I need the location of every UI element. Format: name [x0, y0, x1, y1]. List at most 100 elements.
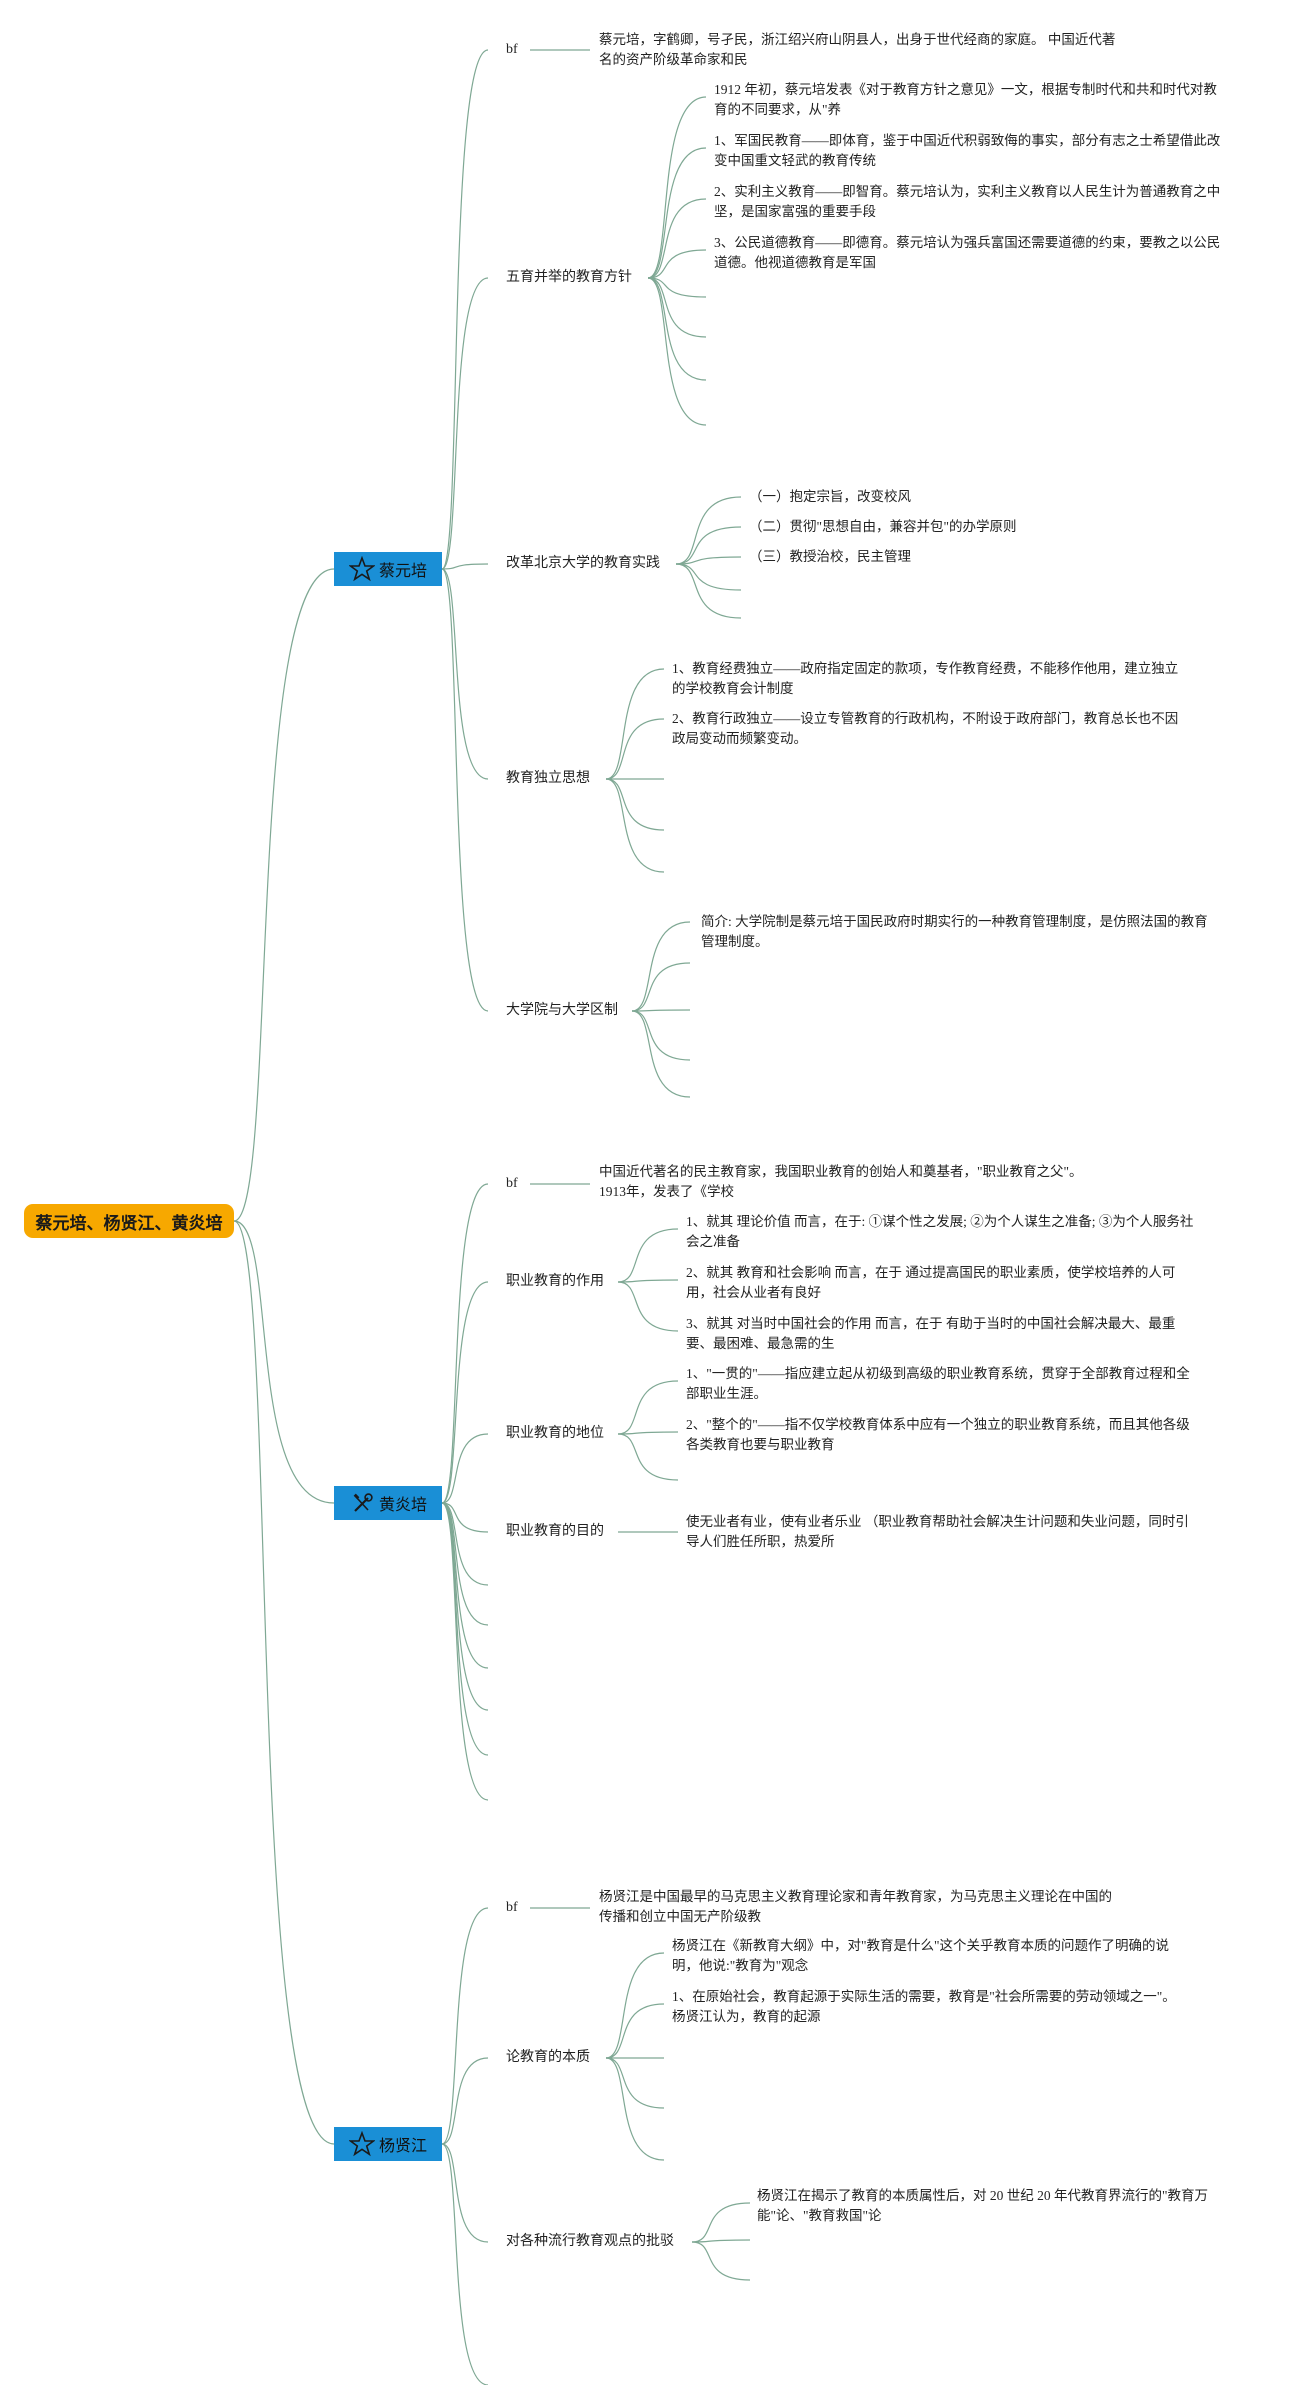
- connector-line: [605, 1952, 665, 2059]
- subtopic-nature-of-education[interactable]: 论教育的本质: [506, 2050, 590, 2065]
- leaf-text: 2、实利主义教育——即智育。蔡元培认为，实利主义教育以人民生计为普通教育之中坚，…: [714, 184, 1221, 219]
- connector-line: [441, 2057, 489, 2145]
- connector-line: [617, 1279, 679, 1283]
- connector-line: [675, 563, 742, 619]
- leaf-text: 中国近代著名的民主教育家，我国职业教育的创始人和奠基者，"职业教育之父"。 19…: [599, 1164, 1083, 1199]
- leaf-text: 1、教育经费独立——政府指定固定的款项，专作教育经费，不能移作他用，建立独立的学…: [672, 661, 1179, 696]
- connector-line: [675, 496, 742, 565]
- leaf-text: 杨贤江在揭示了教育的本质属性后，对 20 世纪 20 年代教育界流行的"教育万能…: [757, 2188, 1209, 2223]
- connector-line: [631, 1009, 691, 1012]
- connector-line: [647, 198, 707, 279]
- branch-label: 杨贤江: [378, 2138, 427, 2155]
- leaf-text: 使无业者有业，使有业者乐业 （职业教育帮助社会解决生计问题和失业问题，同时引导人…: [686, 1514, 1189, 1549]
- subtopic-vocational-role[interactable]: 职业教育的作用: [506, 1274, 604, 1289]
- subtopic-vocational-status[interactable]: 职业教育的地位: [506, 1426, 604, 1441]
- subtopic-critique[interactable]: 对各种流行教育观点的批驳: [506, 2234, 674, 2249]
- leaf-text: 2、就其 教育和社会影响 而言，在于 通过提高国民的职业素质，使学校培养的人可用…: [686, 1265, 1176, 1300]
- connector-line: [675, 526, 742, 565]
- subtopic-vocational-purpose[interactable]: 职业教育的目的: [506, 1524, 604, 1539]
- subtopic-bf[interactable]: bf: [506, 1176, 518, 1191]
- star-icon: [348, 556, 375, 582]
- connector-line: [647, 277, 707, 298]
- connector-line: [441, 1502, 489, 1669]
- connector-line: [605, 718, 665, 780]
- connector-line: [441, 1502, 489, 1756]
- branch-node-huang-yanpei[interactable]: 黄炎培: [334, 1486, 442, 1520]
- connector-line: [691, 2241, 751, 2281]
- connector-line: [605, 778, 665, 873]
- branch-node-cai-yuanpei[interactable]: 蔡元培: [334, 552, 442, 586]
- connector-line: [441, 568, 489, 1012]
- root-label: 蔡元培、杨贤江、黄炎培: [35, 1213, 223, 1233]
- leaf-text: 1、就其 理论价值 而言，在于: ①谋个性之发展; ②为个人谋生之准备; ③为个…: [686, 1214, 1194, 1249]
- subtopic-bf[interactable]: bf: [506, 42, 518, 57]
- subtopic-education-independence[interactable]: 教育独立思想: [506, 771, 590, 786]
- leaf-text: 1912 年初，蔡元培发表《对于教育方针之意见》一文，根据专制时代和共和时代对教…: [714, 82, 1217, 117]
- connector-line: [647, 277, 707, 426]
- leaf-text: 1、在原始社会，教育起源于实际生活的需要，教育是"社会所需要的劳动领域之一"。杨…: [672, 1989, 1176, 2024]
- connector-line: [441, 49, 489, 570]
- leaf-text: （一）抱定宗旨，改变校风: [749, 489, 911, 504]
- connector-line: [441, 563, 489, 570]
- connector-line: [441, 2143, 489, 2385]
- leaf-text: 蔡元培，字鹤卿，号孑民，浙江绍兴府山阴县人，出身于世代经商的家庭。 中国近代著名…: [599, 32, 1116, 67]
- leaf-text: 简介: 大学院制是蔡元培于国民政府时期实行的一种教育管理制度，是仿照法国的教育管…: [701, 914, 1208, 949]
- connector-line: [441, 277, 489, 570]
- connector-line: [441, 2143, 489, 2243]
- connector-line: [605, 2057, 665, 2109]
- connector-line: [441, 1502, 489, 1711]
- leaf-text: 杨贤江是中国最早的马克思主义教育理论家和青年教育家，为马克思主义理论在中国的传播…: [599, 1889, 1112, 1924]
- subtopic-education-policy[interactable]: 五育并举的教育方针: [506, 270, 632, 285]
- connector-line: [631, 1010, 691, 1061]
- subtopic-university-system[interactable]: 大学院与大学区制: [506, 1003, 618, 1018]
- connector-line: [605, 2057, 665, 2161]
- connector-line: [441, 1907, 489, 2145]
- connector-line: [617, 1433, 679, 1481]
- connector-line: [441, 1183, 489, 1504]
- connector-line: [647, 147, 707, 279]
- connector-line: [631, 921, 691, 1012]
- connector-line: [441, 1433, 489, 1504]
- branch-node-yang-xianjiang[interactable]: 杨贤江: [334, 2127, 442, 2161]
- connector-line: [647, 277, 707, 338]
- connector-line: [647, 277, 707, 381]
- connector-line: [647, 249, 707, 279]
- connector-line: [233, 1220, 335, 2145]
- connector-line: [233, 568, 335, 1222]
- connector-line: [441, 1502, 489, 1533]
- connector-line: [617, 1380, 679, 1435]
- subtopic-bf[interactable]: bf: [506, 1900, 518, 1915]
- leaf-text: 杨贤江在《新教育大纲》中，对"教育是什么"这个关乎教育本质的问题作了明确的说明，…: [672, 1938, 1170, 1973]
- connector-line: [605, 778, 665, 831]
- connector-line: [675, 563, 742, 591]
- leaf-text: （三）教授治校，民主管理: [749, 549, 911, 564]
- leaf-text: 1、军国民教育——即体育，鉴于中国近代积弱致侮的事实，部分有志之士希望借此改变中…: [714, 133, 1221, 168]
- connector-line: [691, 2202, 751, 2243]
- connector-line: [605, 2003, 665, 2059]
- leaf-text: 3、就其 对当时中国社会的作用 而言，在于 有助于当时的中国社会解决最大、最重要…: [686, 1316, 1176, 1351]
- connector-line: [647, 96, 707, 279]
- root-node[interactable]: 蔡元培、杨贤江、黄炎培: [24, 1204, 234, 1238]
- connector-line: [631, 1010, 691, 1098]
- connector-line: [605, 668, 665, 780]
- tools-icon: [353, 1493, 373, 1512]
- connector-line: [617, 1431, 679, 1435]
- connector-line: [675, 556, 742, 565]
- connector-line: [631, 962, 691, 1012]
- leaf-text: 2、"整个的"——指不仅学校教育体系中应有一个独立的职业教育系统，而且其他各级各…: [686, 1417, 1190, 1452]
- branch-label: 蔡元培: [378, 563, 427, 580]
- connector-line: [691, 2239, 751, 2243]
- connector-line: [617, 1228, 679, 1283]
- leaf-text: 1、"一贯的"——指应建立起从初级到高级的职业教育系统，贯穿于全部教育过程和全部…: [686, 1366, 1190, 1401]
- connector-line: [441, 1281, 489, 1504]
- connector-line: [617, 1281, 679, 1332]
- connector-line: [441, 568, 489, 780]
- connector-line: [441, 1502, 489, 1801]
- leaf-text: 3、公民道德教育——即德育。蔡元培认为强兵富国还需要道德的约束，要教之以公民道德…: [714, 235, 1221, 270]
- branch-label: 黄炎培: [378, 1497, 427, 1514]
- subtopic-peking-university[interactable]: 改革北京大学的教育实践: [506, 556, 660, 571]
- star-icon: [348, 2131, 375, 2157]
- connector-line: [233, 1220, 335, 1504]
